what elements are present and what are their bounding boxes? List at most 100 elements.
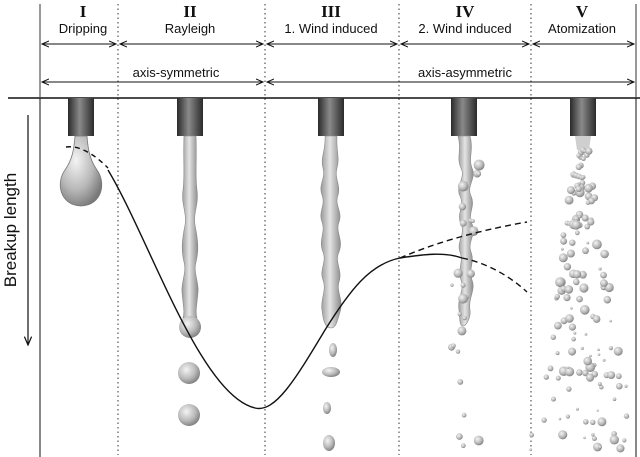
spray-droplet: [571, 336, 576, 342]
spray-droplet: [555, 375, 561, 381]
spray-droplet: [582, 247, 589, 255]
spray-droplet: [554, 293, 560, 300]
spray-droplet: [587, 218, 595, 226]
spray-droplet: [575, 163, 582, 171]
spray-droplet: [597, 348, 600, 352]
spray-droplet: [560, 237, 568, 245]
pendant-drop: [59, 135, 103, 207]
spray-droplet: [550, 334, 556, 340]
droplet: [450, 283, 454, 287]
nozzle-5: [570, 98, 596, 136]
spray-droplet: [566, 386, 572, 392]
spray-droplet: [589, 354, 592, 358]
spray-droplet: [573, 278, 580, 286]
regime-numeral-2: II: [183, 2, 197, 21]
spray-droplet: [597, 417, 607, 427]
spray-droplet: [575, 185, 582, 193]
spray-droplet: [570, 307, 573, 310]
spray-droplet: [569, 239, 576, 246]
droplet: [455, 349, 461, 354]
spray-droplet: [573, 331, 577, 335]
spray-droplet: [566, 249, 575, 258]
lower-dashed-curve: [461, 257, 528, 293]
spray-droplet: [584, 223, 590, 230]
spray-droplet: [529, 432, 534, 438]
spray-droplet: [602, 286, 606, 290]
spray-droplet: [579, 283, 589, 293]
spray-droplet: [568, 347, 577, 356]
droplet: [453, 268, 463, 278]
spray-droplet: [591, 433, 595, 437]
spray-droplet: [616, 444, 625, 453]
spray-droplet: [584, 183, 593, 193]
spray-droplet: [602, 358, 606, 362]
spray-droplet: [576, 295, 583, 303]
fragment: [323, 435, 335, 451]
regime-label-rayleigh: Rayleigh: [165, 21, 216, 36]
spray-droplet: [585, 373, 595, 382]
spray-droplet: [591, 436, 597, 441]
spray-droplet: [580, 305, 590, 315]
wind-induced-2-fragments: [448, 159, 485, 449]
spray-droplet: [583, 356, 592, 366]
droplet: [457, 180, 469, 192]
spray-droplet: [583, 419, 589, 425]
spray-droplet: [543, 374, 549, 380]
spray-droplet: [609, 435, 619, 445]
spray-droplet: [612, 397, 617, 402]
spray-droplet: [575, 407, 579, 411]
droplet: [460, 443, 466, 449]
spray-droplet: [580, 346, 584, 350]
atomization-spray: [529, 147, 630, 453]
spray-droplet: [603, 295, 612, 304]
droplet: [462, 315, 467, 321]
rayleigh-drop-1: [179, 316, 201, 338]
spray-droplet: [616, 382, 623, 390]
droplet: [461, 412, 467, 418]
droplet: [457, 312, 462, 317]
spray-droplet: [564, 285, 574, 294]
wind-induced-jet-1: [320, 135, 342, 329]
spray-droplet: [607, 371, 616, 380]
spray-droplet: [598, 445, 602, 449]
spray-droplet: [564, 367, 575, 377]
axis-asymmetric-label: axis-asymmetric: [418, 65, 512, 80]
spray-droplet: [554, 321, 562, 330]
spray-droplet: [558, 430, 568, 440]
droplet: [470, 219, 475, 223]
spray-core: [575, 136, 591, 150]
regime-label-dripping: Dripping: [59, 21, 107, 36]
spray-droplet: [608, 346, 614, 351]
rayleigh-drop-3: [178, 404, 200, 426]
spray-droplet: [598, 267, 602, 271]
spray-droplet: [541, 417, 547, 423]
spray-droplet: [576, 153, 581, 158]
spray-droplet: [590, 419, 596, 425]
spray-droplet: [609, 319, 612, 323]
breakup-length-curve: [107, 169, 463, 410]
spray-droplet: [585, 200, 591, 205]
spray-droplet: [597, 382, 602, 386]
spray-droplet: [581, 176, 585, 180]
spray-droplet: [615, 373, 622, 380]
droplet: [456, 433, 463, 440]
spray-droplet: [565, 314, 574, 323]
nozzles: [68, 98, 596, 136]
regime-label-wind-induced-1: 1. Wind induced: [284, 21, 377, 36]
spray-droplet: [564, 195, 574, 205]
spray-droplet: [600, 249, 609, 259]
spray-droplet: [558, 417, 562, 421]
spray-droplet: [585, 147, 593, 155]
spray-droplet: [600, 271, 607, 279]
fragment: [322, 367, 340, 377]
spray-droplet: [555, 351, 560, 356]
rayleigh-jet: [181, 135, 199, 319]
droplet: [460, 282, 466, 288]
regime-numeral-3: III: [321, 2, 341, 21]
spray-droplet: [593, 442, 602, 452]
regime-numeral-4: IV: [456, 2, 476, 21]
droplet: [459, 219, 467, 227]
spray-droplet: [592, 315, 601, 323]
breakup-length-label: Breakup length: [1, 173, 20, 287]
droplet: [458, 203, 467, 211]
